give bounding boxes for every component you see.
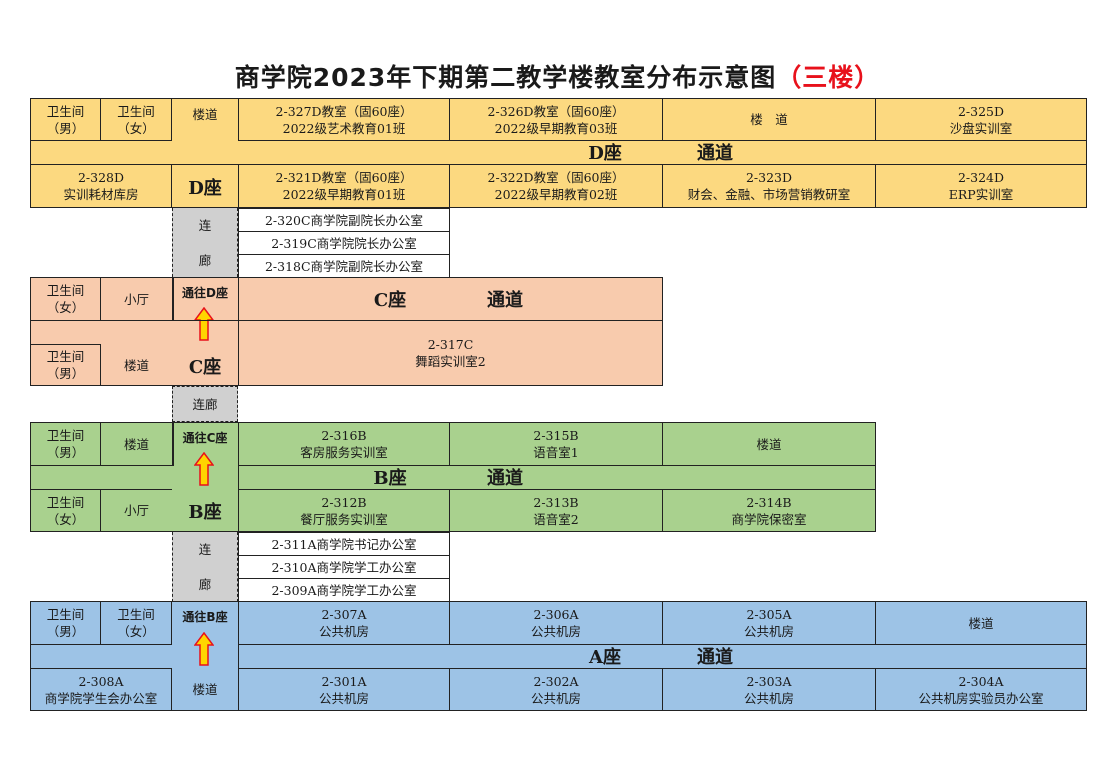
up-arrow-icon: [194, 632, 214, 666]
title-main: 商学院2023年下期第二教学楼教室分布示意图: [234, 63, 777, 92]
page-title: 商学院2023年下期第二教学楼教室分布示意图（三楼）: [0, 58, 1115, 94]
room-2-327d: 2-327D教室（固60座）2022级艺术教育01班: [238, 98, 450, 141]
c-wc-men: 卫生间（男）: [30, 344, 101, 386]
b-frame: [30, 422, 876, 532]
b-block-label: B座: [188, 502, 222, 523]
c-frame: [30, 277, 663, 386]
title-floor: （三楼）: [776, 63, 881, 92]
d-frame: [30, 98, 1087, 208]
a-wc-women: 卫生间（女）: [100, 601, 172, 645]
c-to-d-label: 通往D座: [182, 285, 228, 300]
office-2-311a: 2-311A商学院书记办公室: [238, 532, 450, 556]
d-corridor-label-2: 通道: [697, 142, 733, 164]
b-corridor-label-2: 通道: [487, 467, 523, 489]
a-to-b-label: 通往B座: [182, 609, 228, 624]
b-to-c-label: 通往C座: [182, 430, 228, 445]
ba-corridor-link: 连廊: [172, 532, 238, 602]
up-arrow-icon: [194, 452, 214, 486]
office-2-310a: 2-310A商学院学工办公室: [238, 555, 450, 579]
b-stairs: 楼道: [123, 436, 149, 452]
d-corridor-label: D座: [588, 142, 622, 164]
b-hall: 小厅: [123, 503, 149, 518]
dc-corridor-link: 连廊: [172, 208, 238, 277]
office-2-320c: 2-320C商学院副院长办公室: [238, 208, 450, 232]
c-stairs: 楼道: [123, 357, 149, 373]
a-stairs-right: 楼道: [875, 601, 1087, 645]
a-stairs: 楼道: [192, 682, 218, 697]
c-wc-women: 卫生间（女）: [30, 277, 101, 321]
d-block-label: D座: [188, 177, 222, 199]
b-corridor-label: B座: [373, 467, 407, 489]
b-wc-men: 卫生间（男）: [30, 422, 101, 466]
cb-corridor-link: 连廊: [172, 386, 238, 422]
a-corridor-label: A座: [589, 646, 621, 668]
c-block-label: C座: [188, 356, 222, 378]
a-frame: [30, 601, 1087, 711]
b-wc-women: 卫生间（女）: [30, 489, 101, 532]
d-stairs-left: 楼道: [192, 106, 218, 122]
a-wc-men: 卫生间（男）: [30, 601, 101, 645]
c-hall: 小厅: [123, 291, 149, 307]
d-stairs-right: 楼 道: [662, 98, 876, 141]
office-2-319c: 2-319C商学院院长办公室: [238, 231, 450, 255]
b-stairs-right: 楼道: [662, 422, 876, 466]
office-2-309a: 2-309A商学院学工办公室: [238, 578, 450, 602]
a-corridor-label-2: 通道: [697, 646, 733, 668]
c-corridor-label-2: 通道: [487, 289, 523, 311]
room-2-326d: 2-326D教室（固60座）2022级早期教育03班: [449, 98, 663, 141]
c-corridor-label: C座: [373, 289, 407, 311]
office-2-318c: 2-318C商学院副院长办公室: [238, 254, 450, 278]
